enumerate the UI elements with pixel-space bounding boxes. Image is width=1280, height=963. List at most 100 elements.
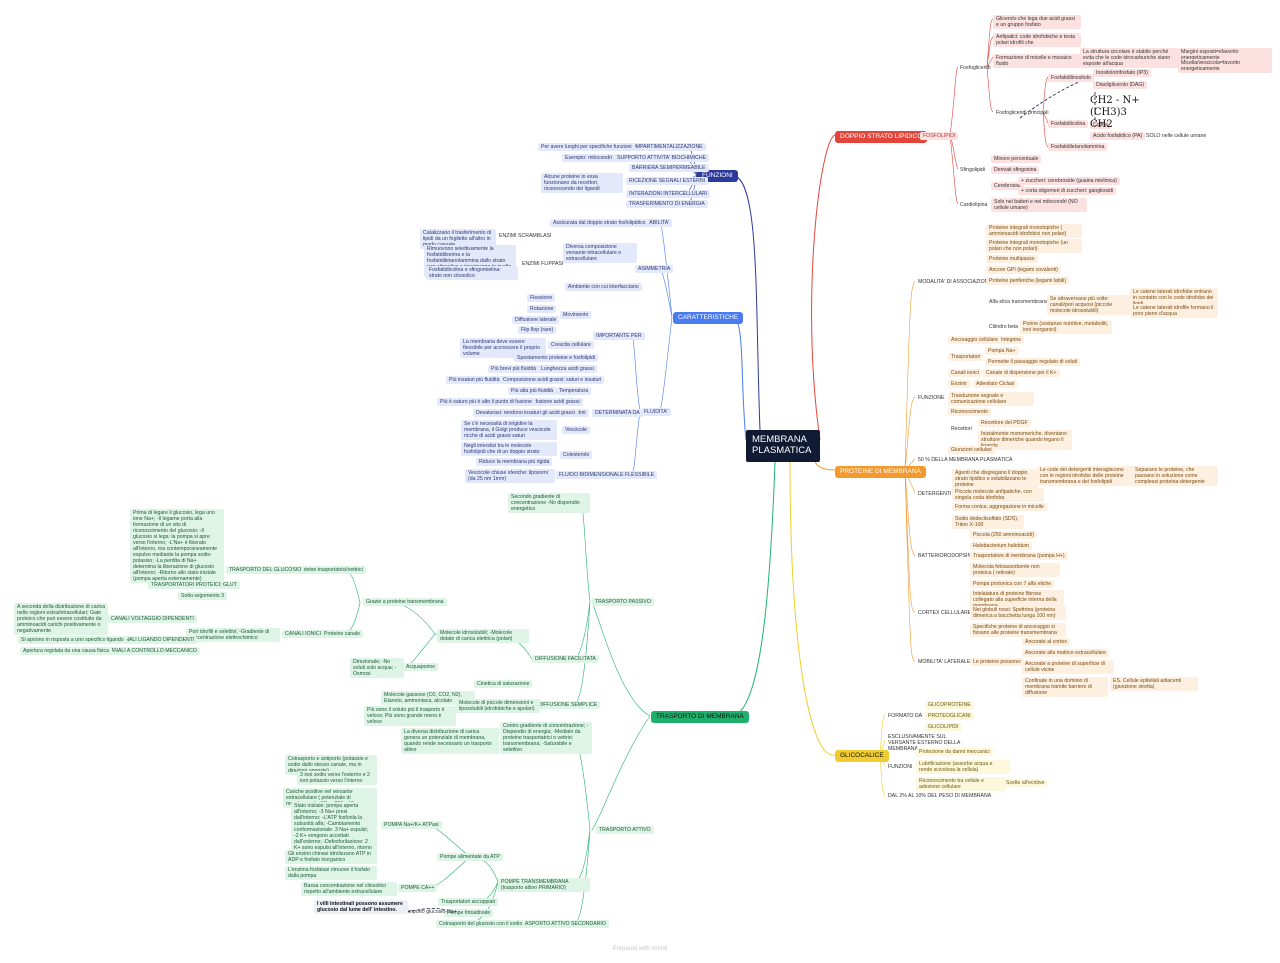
node-pompe-atp[interactable]: Pompe alimentate da ATP [437,853,503,861]
node-protezione[interactable]: Protezione da danni meccanici [916,748,993,756]
node-confinate[interactable]: Confinate in una dominio di membrana tra… [1022,677,1108,697]
node-trasportatori-accoppiati[interactable]: Trasportatori accoppiati [438,898,499,906]
node-barriera[interactable]: BARRIERA SEMIPERMEABILE [629,164,709,172]
node-mobilita-laterale[interactable]: MOBILITA' LATERALE [918,659,971,665]
node-funzione[interactable]: FUNZIONE [918,395,945,401]
node-forma-conica[interactable]: Forma conica, aggregazione in micelle [952,503,1047,511]
node-agenti-disgregano[interactable]: Agenti che disgregano il doppio strato l… [952,469,1038,489]
node-pompa-h[interactable]: Trasportatore di membrana (pompa H+) [970,552,1068,560]
node-supporto[interactable]: SUPPORTO ATTIVITA' BIOCHIMICHE [614,154,710,162]
node-lunghezza[interactable]: Lunghezza acidi grassi [538,365,597,373]
node-fosfatidilcolina[interactable]: Fosfatidilcolina [1048,120,1089,128]
node-acido-fosfatidico[interactable]: Acido fosfatidico (PA) [1090,132,1146,140]
node-ambiente[interactable]: Ambiente con cui interfacciano [565,283,642,291]
node-sfingomielina[interactable]: Fosfatidilcolina e sfingomielina: strato… [426,266,518,280]
node-molecole-idrosolubili[interactable]: Molecole idrosolubili; -Molecole dotate … [437,629,529,643]
node-glicolipidi[interactable]: GLICOLIPIDI [925,723,962,731]
node-flessione[interactable]: Flessione [527,294,556,302]
node-riconoscimento-g[interactable]: Riconoscimento tra cellule e adesione ce… [916,777,1006,791]
node-ricezione-desc[interactable]: Alcune proteine in essa funzionano da re… [541,173,623,193]
node-micella-vescicola[interactable]: Micella/vescicola=favorito energeticamen… [1178,59,1272,73]
node-proteine-trasportatrici[interactable]: Proteine trasportatrici/vettrici [294,566,366,574]
node-trasportatori[interactable]: Trasportatori [948,353,984,361]
node-micelle[interactable]: Formazione di micelle e mosaico fluido [993,54,1081,68]
node-pompe-fotoattivate[interactable]: Pompe fotoattivate [444,909,494,917]
node-periferiche[interactable]: Proteine periferiche (legami labili) [986,277,1069,285]
node-solo-batteri[interactable]: Solo nei batteri e nei mitocondri (NO ce… [991,198,1087,212]
node-mitocondri[interactable]: Esempio: mitocondri [562,154,615,162]
node-diversa-composizione[interactable]: Diversa composizione versante intracellu… [563,243,637,263]
node-saturazione[interactable]: Cinetica di saturazione [474,680,533,688]
node-riconoscimento[interactable]: Riconoscimento [948,408,991,416]
branch-caratteristiche[interactable]: CARATTERISTICHE [673,312,744,324]
node-cilindro-beta[interactable]: Cilindro beta [989,324,1019,330]
node-diffusione-laterale[interactable]: Diffusione laterale [512,316,560,324]
node-sds[interactable]: Sodio dodecilsolfato (SDS), Triton X-100 [952,515,1024,529]
node-anfipatici[interactable]: Anfipatici: code idrofobiche e testa pol… [993,33,1081,47]
node-cotrasporto-glucosio[interactable]: Cotrasporto del glucosio con il sodio [436,920,526,928]
node-pompe-transmembrana[interactable]: POMPE TRANSMEMBRANA (trasporto attivo PR… [498,878,590,892]
note-villi-intestinali[interactable]: I villi intestinali possono assumere glu… [314,900,408,914]
node-attivo-secondario[interactable]: TRASPORTO ATTIVO SECONDARIO [515,920,609,928]
node-meccanico-desc[interactable]: Apertura regolata da una causa fisica [20,647,112,655]
node-piu-brevi[interactable]: Più brevi più fluidità [488,365,539,373]
node-porine[interactable]: Porine (sostanze nutritive, metaboliti, … [1020,320,1112,334]
node-pompa-na[interactable]: Pompa Na+ [985,347,1019,355]
node-piccole-molecole[interactable]: Piccole molecole anfipatiche, con singol… [952,488,1044,502]
node-piccole-liposolubili[interactable]: Molecole di piccole dimensioni e liposol… [456,699,540,713]
node-potenziale-membrana[interactable]: La diversa distribuzione di carica gener… [401,728,499,754]
node-voltaggio-desc[interactable]: A seconda della distribuzione di carica … [14,603,108,635]
branch-glicocalice[interactable]: GLICOCALICE [835,750,889,762]
node-modalita-associazione[interactable]: MODALITA' DI ASSOCIAZIONE [918,279,992,285]
node-multipasso[interactable]: Proteine multipasso [986,255,1038,263]
node-stabilita[interactable]: STABILITA' [640,219,673,227]
node-fosfogliceridi-principali[interactable]: Fosfogliceridi principali [996,110,1049,116]
branch-doppio-strato[interactable]: DOPPIO STRATO LIPIDICO [835,131,928,143]
node-250-aa[interactable]: Piccola (250 amminoacidi) [970,531,1037,539]
branch-trasporto[interactable]: TRASPORTO DI MEMBRANA [651,711,749,723]
node-fluidita[interactable]: FLUIDITA' [641,408,671,416]
node-fosfolipidi[interactable]: FOSFOLIPIDI [920,132,959,140]
node-margini[interactable]: Margini esposti=sfavorito energeticament… [1178,48,1272,62]
node-trasduzione[interactable]: Trasduzione segnale e comunicazione cell… [948,392,1034,406]
node-trasporto-attivo[interactable]: TRASPORTO ATTIVO [596,826,654,834]
node-pdgf[interactable]: Recettore del PDGF [978,419,1031,427]
node-canali-ionici-p[interactable]: Canali ionici [948,369,982,377]
node-asimmetria[interactable]: ASIMMETRIA [635,265,674,273]
node-crescita[interactable]: Crescita cellulare [548,341,594,349]
node-code-detergenti[interactable]: Le code dei detergenti interagiscono con… [1037,466,1135,486]
node-ancorate-matrice[interactable]: Ancorate alla matrice extracellulare [1022,649,1110,657]
node-recettori[interactable]: Recettori [951,426,972,432]
node-glicoproteine[interactable]: GLICOPROTEINE [925,701,974,709]
node-canali-pori[interactable]: Se attraversano più volte: canali/pori a… [1047,295,1131,315]
node-molecole-gassose[interactable]: Molecole gassose (O2, CO2, N2), Etanolo,… [381,691,475,705]
node-canali-voltaggio[interactable]: CANALI VOLTAGGIO DIPENDENTI [108,615,197,623]
node-rigida[interactable]: Riduce la membrana più rigida [476,458,553,466]
node-ip3[interactable]: Inositolotrifosfato (IP3) [1093,69,1151,77]
node-composizione-ag[interactable]: Composizione acidi grassi: saturi e insa… [500,376,605,384]
node-ancore-gpi[interactable]: Ancore GPI (legami covalenti) [986,266,1061,274]
node-punto-fusione[interactable]: Punto di fusione acidi grassi [512,398,583,406]
node-detergenti[interactable]: DETERGENTI [918,491,952,497]
node-compartimentalizzazione[interactable]: COMPARTIMENTALIZZAZIONE [625,143,706,151]
node-alfa-elica[interactable]: Alfa elica transmembrana [989,299,1048,305]
node-ligando-desc[interactable]: Si apriono in risposta a uno specifico l… [18,636,127,644]
node-acquaporine[interactable]: Acquaporine [403,663,439,671]
node-importante-per[interactable]: IMPORTANTE PER [593,332,645,340]
node-7-alfa[interactable]: Pompa protonica con 7 alfa eliche [970,580,1055,588]
node-desaturasi[interactable]: Desaturasi: rendono insaturi gli acidi g… [473,409,578,417]
node-compart-desc[interactable]: Per avere luoghi per specifiche funzioni [538,143,635,151]
node-halobacterium[interactable]: Halobacterium halobium [970,542,1032,550]
node-enzimi-chinasi[interactable]: Gli enzimi chinasi idrolizzano ATP in AD… [285,850,377,864]
node-funzioni-g[interactable]: FUNZIONI [888,764,913,770]
node-fluido-bidimensionale[interactable]: FLUIDO BIDIMENSIONALE FLESSIBILE [556,471,658,479]
node-cardiolipina[interactable]: Cardiolipina [960,202,988,208]
node-contro-gradiente[interactable]: Contro gradiente di concentrazione; -Dis… [500,722,592,754]
node-colina[interactable]: Colina [1090,121,1111,129]
node-golgi[interactable]: Se c'è necessità di irrigidire la membra… [461,420,557,440]
node-canali-ionici[interactable]: CANALI IONICI [282,630,325,638]
node-struttura-circolare[interactable]: La struttura circolare è stabile perché … [1080,48,1178,68]
node-temperatura[interactable]: Temperatura [556,387,592,395]
node-gangliosidi[interactable]: + corta oligomeri di zuccheri: gangliosi… [1018,187,1117,195]
node-pompa-na-k[interactable]: POMPA Na+/K+ ATPasi [381,821,442,829]
